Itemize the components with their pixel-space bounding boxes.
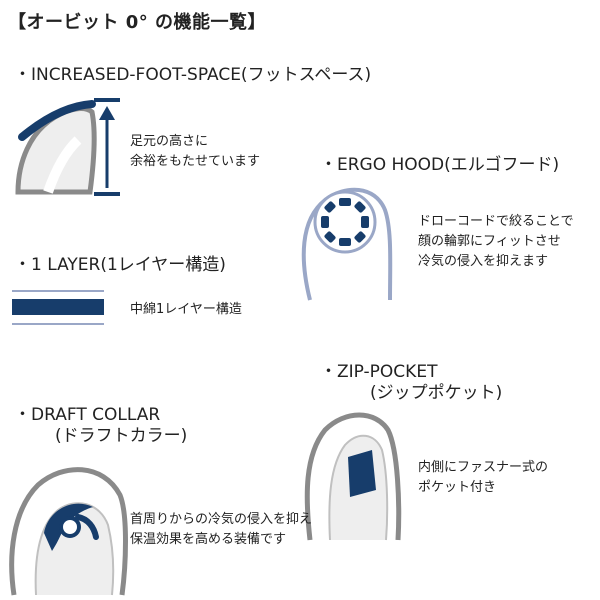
layer-top-line bbox=[12, 290, 104, 292]
one-layer-heading: ・1 LAYER(1レイヤー構造) bbox=[14, 255, 226, 275]
zip-pocket-description: 内側にファスナー式の ポケット付き bbox=[418, 460, 549, 495]
zip-pocket-heading: ・ZIP-POCKET bbox=[320, 362, 438, 382]
layer-bottom-line bbox=[12, 323, 104, 325]
hood-icon bbox=[301, 187, 393, 301]
ergo-hood-description: ドローコードで絞ることで 顔の輪郭にフィットさせ 冷気の侵入を抑えます bbox=[418, 214, 574, 269]
zip-pocket-icon bbox=[304, 412, 402, 541]
draft-collar-subheading: (ドラフトカラー) bbox=[55, 426, 188, 446]
draft-collar-heading: ・DRAFT COLLAR bbox=[14, 405, 161, 425]
layer-fill bbox=[12, 299, 104, 315]
foot-space-heading: ・INCREASED-FOOT-SPACE(フットスペース) bbox=[14, 65, 372, 85]
layer-icon bbox=[12, 290, 104, 330]
foot-space-icon bbox=[15, 100, 97, 195]
zip-pocket-subheading: (ジップポケット) bbox=[370, 383, 503, 403]
height-arrow-icon bbox=[94, 98, 120, 196]
page-title: 【オービット 0° の機能一覧】 bbox=[8, 12, 267, 33]
ergo-hood-heading: ・ERGO HOOD(エルゴフード) bbox=[320, 155, 560, 175]
foot-space-description: 足元の高さに 余裕をもたせています bbox=[130, 134, 261, 169]
draft-collar-icon bbox=[9, 467, 128, 596]
one-layer-description: 中綿1レイヤー構造 bbox=[130, 302, 242, 317]
draft-collar-description: 首周りからの冷気の侵入を抑え 保温効果を高める装備です bbox=[130, 512, 313, 547]
